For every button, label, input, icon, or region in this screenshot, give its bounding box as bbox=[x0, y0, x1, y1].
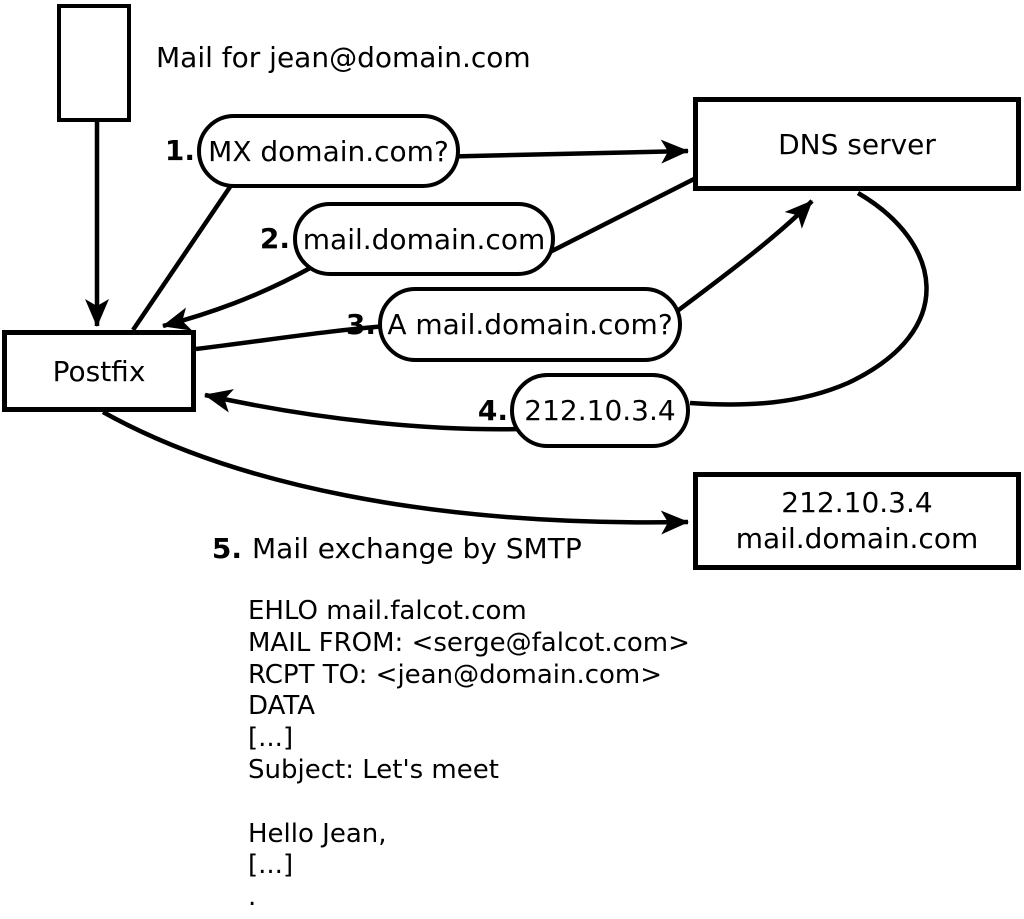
arrow-step1-query-to-dns bbox=[429, 139, 689, 164]
step-5-label: Mail exchange by SMTP bbox=[252, 532, 582, 565]
dns-server-node-label: DNS server bbox=[778, 127, 936, 161]
mail-server-host-label: mail.domain.com bbox=[735, 522, 979, 555]
smtp-line-terminator: . bbox=[248, 882, 257, 913]
arrow-step4-reply-to-postfix bbox=[204, 389, 523, 432]
line-step1-from-postfix bbox=[131, 182, 234, 332]
arrow-step5-smtp-to-mailserver bbox=[101, 410, 689, 535]
diagram-title: Mail for jean@domain.com bbox=[156, 41, 531, 74]
line-step4-from-dns bbox=[689, 191, 929, 407]
step-1-bubble-mx-query: MX domain.com? bbox=[197, 114, 460, 188]
step-5-number: 5. bbox=[211, 532, 242, 565]
smtp-line: Hello Jean, bbox=[248, 818, 387, 849]
arrow-step2-reply-to-postfix bbox=[162, 265, 314, 331]
line-step2-from-dns bbox=[546, 175, 698, 256]
step-4-bubble-a-answer: 212.10.3.4 bbox=[510, 373, 690, 448]
smtp-line: MAIL FROM: <serge@falcot.com> bbox=[248, 627, 690, 658]
step-1-number: 1. bbox=[164, 134, 195, 167]
postfix-node-label: Postfix bbox=[52, 354, 146, 388]
smtp-line: RCPT TO: <jean@domain.com> bbox=[248, 659, 663, 690]
smtp-line: [...] bbox=[248, 723, 294, 754]
mail-server-ip-label: 212.10.3.4 bbox=[781, 486, 933, 519]
sender-mailbox-node bbox=[57, 4, 131, 122]
arrow-step3-query-to-dns bbox=[674, 199, 814, 314]
step-3-bubble-a-query: A mail.domain.com? bbox=[378, 287, 682, 362]
mail-server-node: 212.10.3.4 mail.domain.com bbox=[693, 472, 1021, 570]
step-3-number: 3. bbox=[345, 308, 376, 341]
smtp-line-blank bbox=[248, 787, 690, 819]
smtp-line: DATA bbox=[248, 691, 315, 722]
step-4-number: 4. bbox=[477, 394, 508, 427]
smtp-session-transcript: EHLO mail.falcot.com MAIL FROM: <serge@f… bbox=[248, 596, 690, 914]
smtp-line: EHLO mail.falcot.com bbox=[248, 596, 527, 626]
smtp-line: [...] bbox=[248, 850, 294, 881]
step-2-number: 2. bbox=[259, 222, 290, 255]
postfix-node: Postfix bbox=[2, 330, 196, 412]
smtp-line: Subject: Let's meet bbox=[248, 754, 499, 785]
step-2-bubble-mx-answer: mail.domain.com bbox=[293, 202, 555, 276]
line-step3-from-postfix bbox=[195, 322, 401, 352]
dns-server-node: DNS server bbox=[693, 97, 1021, 191]
